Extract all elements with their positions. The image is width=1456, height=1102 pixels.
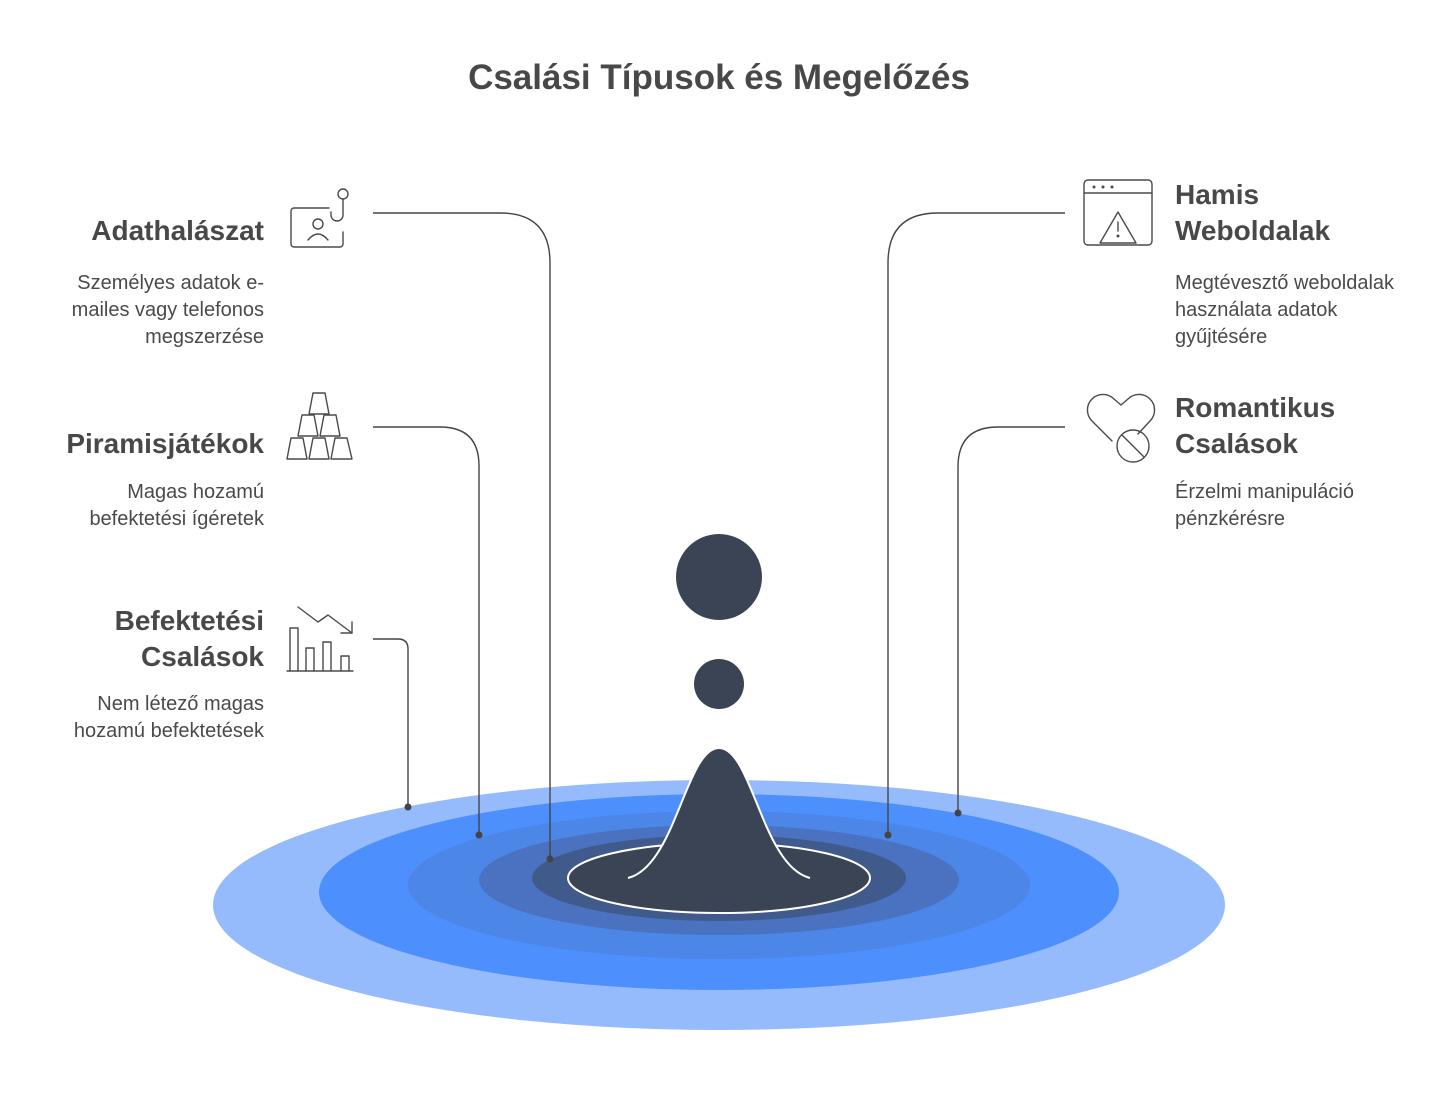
connector-dot <box>475 831 483 839</box>
connector-dot <box>884 831 892 839</box>
item-desc-adathalaszat: Személyes adatok e-mailes vagy telefonos… <box>71 272 264 348</box>
item-desc-befektetesi: Nem létező magas hozamú befektetések <box>73 693 264 742</box>
connector-befektetesi <box>373 638 409 807</box>
browser-warning-icon <box>1083 179 1153 246</box>
declining-chart-icon <box>286 606 354 672</box>
drop-large <box>676 534 762 620</box>
connector-hamis-weboldalak <box>887 212 1065 835</box>
item-title-romantikus: Romantikus Csalások <box>1175 392 1336 459</box>
pyramid-cups-icon <box>286 392 353 460</box>
connector-romantikus <box>957 426 1065 813</box>
page-title: Csalási Típusok és Megelőzés <box>468 58 970 97</box>
item-desc-piramisjatekok: Magas hozamú befektetési ígéretek <box>89 481 264 530</box>
connector-piramisjatekok <box>373 426 480 835</box>
item-desc-hamis-weboldalak: Megtévesztő weboldalak használata adatok… <box>1175 272 1395 348</box>
phishing-hook-icon <box>290 188 349 248</box>
connector-adathalaszat <box>373 212 551 858</box>
broken-heart-icon <box>1086 393 1156 463</box>
drop-small <box>694 659 744 709</box>
connector-dot <box>546 855 554 863</box>
item-title-hamis-weboldalak: Hamis Weboldalak <box>1175 179 1331 246</box>
item-title-adathalaszat: Adathalászat <box>91 215 264 246</box>
item-desc-romantikus: Érzelmi manipuláció pénzkérésre <box>1175 481 1354 530</box>
connector-dot <box>954 809 962 817</box>
item-title-befektetesi: Befektetési Csalások <box>114 605 264 672</box>
connector-dot <box>404 803 412 811</box>
splash-peak <box>628 748 810 878</box>
item-title-piramisjatekok: Piramisjátékok <box>66 428 264 459</box>
